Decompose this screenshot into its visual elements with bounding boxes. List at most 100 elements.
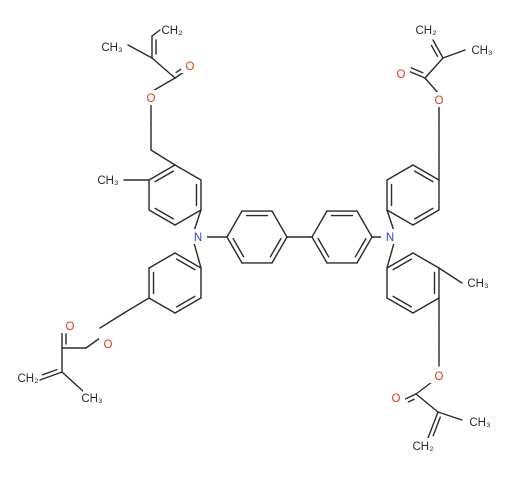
chain-bond [99, 312, 125, 329]
ester-oxygen-lower-left-bg [99, 336, 117, 351]
ester-oxygen-upper-right-bg [430, 92, 448, 107]
n-ring-bond [386, 209, 395, 232]
ring-upper-right-bond [412, 164, 440, 181]
ring-upper-left-bond [148, 209, 176, 226]
ring-lower-right-inner-bond [392, 258, 413, 271]
ester-oxygen-upper-right: O [435, 95, 444, 107]
ring-upper-right-inner-bond [413, 207, 434, 220]
nitrogen-label-left: N [194, 232, 202, 244]
methyl-label-top-left: CH₃ [101, 42, 123, 54]
vinyl-double-bond [430, 44, 439, 58]
ring-lower-left-bond [174, 252, 202, 269]
ring-upper-left-bond [148, 164, 176, 181]
ring-upper-right-inner-bond [413, 170, 434, 183]
methyl-bond [442, 49, 466, 59]
nitrogen-label-right-bg [381, 229, 399, 244]
ester-oxygen-lower-right: O [435, 371, 444, 383]
methyl-label-lower-right: CH₃ [467, 278, 489, 290]
ring-upper-left-bond [174, 209, 202, 226]
ring-biphenyl-right-bond [311, 236, 328, 264]
ester-bond [424, 57, 444, 79]
ring-biphenyl-left-bond [271, 210, 288, 238]
ring-biphenyl-left-inner-bond [269, 237, 282, 258]
carbonyl-bond [402, 393, 417, 401]
ch2-label-top-right: CH₂ [415, 25, 436, 37]
ring-lower-left-inner-bond [175, 258, 196, 271]
ester-bond [424, 77, 440, 95]
carbonyl-oxygen-lower-right: O [392, 393, 401, 405]
n-ring-bond [386, 242, 395, 269]
ch2-label-lower-right-bg [414, 438, 432, 453]
ch2-label-top-right-bg [417, 22, 435, 37]
ring-lower-left-bond [148, 252, 176, 269]
methyl-label-upper-left-bg [99, 172, 117, 187]
ester-bond [150, 77, 176, 93]
ring-lower-right-bond [386, 297, 414, 314]
ring-lower-right-bond [386, 252, 414, 269]
carbonyl-oxygen-upper-right: O [397, 69, 406, 81]
methyl-label-top-right-bg [473, 42, 491, 57]
chain-bond [150, 149, 176, 166]
ring-lower-left-bond [148, 297, 176, 314]
methyl-label-bottom-right-bg [471, 414, 489, 429]
ring-upper-right-bond [412, 209, 440, 226]
ring-upper-right-bond [386, 209, 414, 226]
vinyl-bond [151, 29, 161, 37]
ring-upper-left-inner-bond [154, 207, 175, 220]
ring-lower-left-inner-bond [175, 295, 196, 308]
methyl-label-upper-left: CH₃ [97, 175, 119, 187]
ch2-label-top-left: CH₂ [161, 25, 182, 37]
chain-bond [123, 297, 150, 314]
ch2-label-lower-left-bg [19, 370, 37, 385]
ester-bond [415, 381, 433, 395]
ring-biphenyl-left-bond [271, 236, 288, 264]
carbonyl-oxygen-lower-left: O [66, 321, 75, 333]
nitrogen-label-left-bg [189, 229, 207, 244]
methyl-bond [61, 371, 85, 393]
ester-oxygen-lower-right-bg [430, 368, 448, 383]
methyl-label-lower-left-bg [83, 390, 101, 405]
vinyl-double-bond [432, 39, 444, 59]
ring-biphenyl-right-bond [356, 236, 373, 264]
ring-upper-left-inner-bond [154, 170, 175, 183]
carbonyl-oxygen-lower-left-bg [61, 318, 79, 333]
methyl-bond [127, 44, 153, 59]
ring-biphenyl-right-bond [311, 210, 328, 238]
ester-oxygen-lower-left: O [104, 339, 113, 351]
ring-biphenyl-right-bond [356, 210, 373, 238]
nitrogen-label-right: N [386, 232, 394, 244]
ring-lower-right-inner-bond [392, 295, 413, 308]
ring-biphenyl-left-bond [226, 236, 243, 264]
ester-bond [85, 337, 101, 349]
carbonyl-bond [410, 67, 424, 74]
carbonyl-oxygen-upper-right-bg [392, 66, 410, 81]
n-ring-bond [193, 209, 202, 232]
ring-biphenyl-left-bond [226, 210, 243, 238]
methyl-label-bottom-right: CH₃ [469, 417, 491, 429]
ring-upper-left-bond [174, 164, 202, 181]
methyl-bond [437, 411, 463, 421]
vinyl-double-bond [41, 368, 58, 376]
carbonyl-oxygen-lower-right-bg [387, 390, 405, 405]
ring-biphenyl-right-inner-bond [317, 237, 330, 258]
methyl-bond [438, 267, 463, 284]
carbonyl-oxygen-upper-left: O [186, 61, 195, 73]
methyl-label-top-right: CH₃ [471, 45, 493, 57]
ch2-label-lower-right: CH₂ [412, 441, 433, 453]
ring-biphenyl-left-inner-bond [232, 237, 245, 258]
ester-bond [151, 57, 176, 79]
ester-oxygen-upper-left: O [147, 93, 156, 105]
ring-lower-right-bond [412, 297, 440, 314]
vinyl-double-bond [427, 411, 439, 439]
methyl-label-lower-right-bg [469, 275, 487, 290]
carbonyl-bond [407, 398, 415, 403]
n-ring-bond [193, 242, 202, 269]
bond-layer [39, 29, 466, 439]
vinyl-double-bond [39, 371, 63, 381]
methyl-label-lower-left: CH₃ [81, 393, 103, 405]
ring-lower-left-bond [174, 297, 202, 314]
ch2-label-lower-left: CH₂ [17, 373, 38, 385]
ring-lower-right-bond [412, 252, 440, 269]
methyl-label-top-left-bg [103, 39, 121, 54]
